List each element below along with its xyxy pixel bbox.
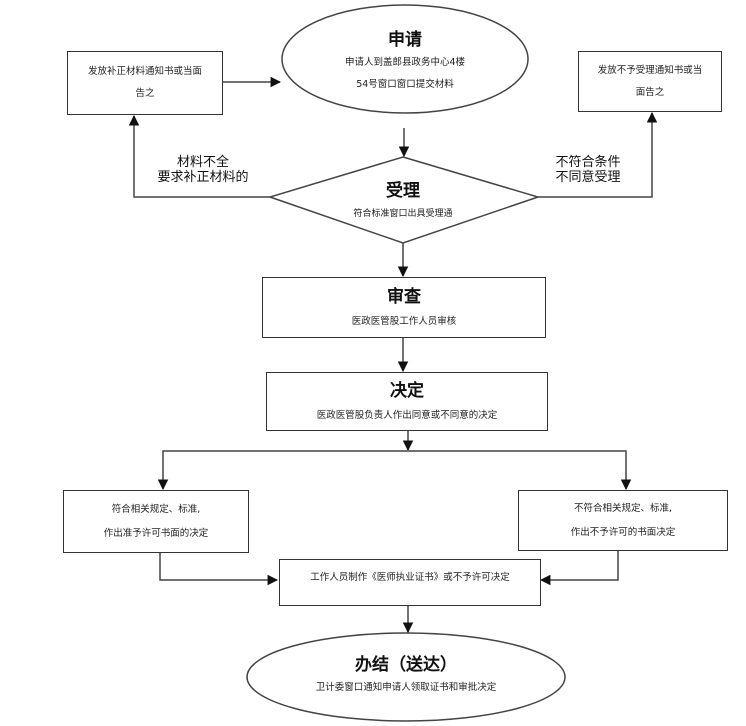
apply-line1: 申请人到盖郎县政务中心4楼 (344, 57, 466, 68)
apply-title: 申请 (388, 30, 422, 50)
arrow-accept-to-supplement (128, 114, 270, 198)
decide-sub: 医政医管股负责人作出同意或不同意的决定 (316, 409, 498, 421)
approve-box: 符合相关规定、标准, 作出准予许可书面的决定 (63, 490, 249, 553)
supplement-line2: 告之 (135, 88, 155, 99)
arrow-deny-to-produce (539, 550, 619, 586)
decide-box: 决定 医政医管股负责人作出同意或不同意的决定 (266, 372, 548, 431)
label-incomplete-line2: 要求补正材料的 (157, 170, 249, 185)
label-not-qualified-line1: 不符合条件 (555, 155, 621, 170)
review-box: 审查 医政医管股工作人员审核 (262, 277, 546, 338)
arrow-accept-to-reject (538, 111, 658, 198)
deny-box: 不符合相关规定、标准, 作出不予许可的书面决定 (518, 490, 728, 551)
apply-node: 申请 申请人到盖郎县政务中心4楼 54号窗口窗口提交材料 (290, 18, 520, 104)
supplement-line1: 发放补正材料通知书或当面 (87, 66, 202, 77)
accept-sub: 符合标准窗口出具受理通 (353, 209, 453, 219)
reject-notice-box: 发放不予受理通知书或当 面告之 (578, 51, 722, 112)
apply-ellipse (281, 4, 529, 114)
complete-sub: 卫计委窗口通知申请人领取证书和审批决定 (315, 682, 497, 693)
label-incomplete: 材料不全 要求补正材料的 (148, 155, 258, 185)
approve-line2: 作出准予许可书面的决定 (103, 527, 209, 539)
accept-node: 受理 符合标准窗口出具受理通 (320, 178, 486, 224)
branch-right (408, 450, 632, 491)
approve-line1: 符合相关规定、标准, (111, 503, 201, 515)
deny-line1: 不符合相关规定、标准, (573, 502, 673, 514)
review-title: 审查 (387, 286, 421, 307)
supplement-notice-box: 发放补正材料通知书或当面 告之 (67, 51, 223, 115)
complete-title: 办结（送达） (355, 655, 457, 675)
label-incomplete-line1: 材料不全 (176, 155, 229, 170)
reject-line2: 面告之 (635, 86, 665, 98)
decide-title: 决定 (390, 380, 424, 401)
review-sub: 医政医管股工作人员审核 (351, 315, 457, 327)
produce-box: 工作人员制作《医师执业证书》或不予许可决定 (279, 559, 541, 606)
label-not-qualified-line2: 不同意受理 (555, 170, 621, 185)
produce-line1: 工作人员制作《医师执业证书》或不予许可决定 (310, 572, 510, 583)
complete-node: 办结（送达） 卫计委窗口通知申请人领取证书和审批决定 (270, 647, 542, 703)
reject-line1: 发放不予受理通知书或当 (597, 64, 703, 76)
deny-line2: 作出不予许可的书面决定 (570, 526, 676, 538)
branch-left (157, 450, 408, 491)
accept-title: 受理 (386, 181, 420, 201)
arrow-approve-to-produce (159, 553, 279, 586)
apply-line2: 54号窗口窗口提交材料 (356, 79, 454, 90)
label-not-qualified: 不符合条件 不同意受理 (548, 155, 628, 185)
